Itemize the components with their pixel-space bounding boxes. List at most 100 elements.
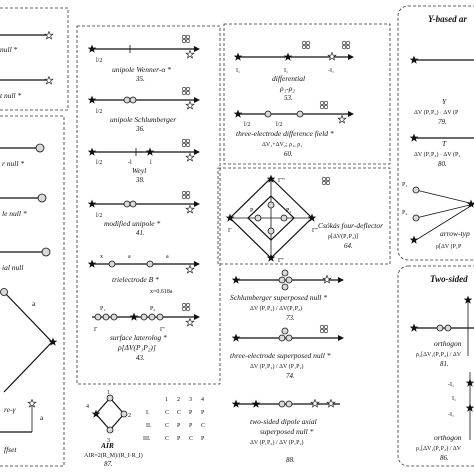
orth2-num: 86. <box>440 454 449 462</box>
panel-f-box <box>397 265 474 467</box>
air-row3-id: III. <box>143 436 151 442</box>
panel-csokas: Γ''' Γ Γ'' Γ'' P₁ P₂ Csókás four-deflect… <box>217 167 391 265</box>
air-cell: P <box>177 423 181 429</box>
air-label: AIR <box>100 441 114 450</box>
panel-c-box <box>223 23 391 165</box>
tri-tick-a1: a <box>128 254 131 260</box>
re-gamma-label: re-γ <box>4 405 16 414</box>
air-table: 1 2 3 4 I. C C P P II. C P P C III. C P … <box>143 397 205 442</box>
f-tick-1: -I₁ <box>448 382 454 388</box>
air-cell: P <box>201 410 205 416</box>
air-cell: C <box>189 436 193 442</box>
panel-e: Y-based ar Y ΔV (P₁P₂) · ΔV (P 79. T ΔV … <box>397 5 474 261</box>
orth2-formula: ρ₁[ΔV₁(P₁P₂) / ΔV <box>416 445 462 452</box>
weyl-tick-2: -l <box>128 160 132 166</box>
weyl-tick-1: l/2 <box>96 160 102 166</box>
panel-f: Two-sided orthogon ρ₁[ΔV₁(P₁P₂) / ΔV 81.… <box>397 265 474 467</box>
weyl-num: 38. <box>135 176 145 184</box>
r-null-label: r null * <box>2 159 24 168</box>
t-num: 80. <box>438 160 447 168</box>
air-node-4: 4 <box>86 404 89 410</box>
f-tick-3: -I₁ <box>448 412 454 418</box>
f-header: Two-sided <box>430 274 468 284</box>
le-null-label: le null * <box>2 209 27 218</box>
schl-label: unipole Schlumberger <box>110 115 176 124</box>
lat-tick-p1: P₁ <box>100 306 105 312</box>
wenner-num: 35. <box>135 75 145 83</box>
lat-tick-p2: P₂ <box>150 306 155 312</box>
tri-label: trielectrode B * <box>112 275 159 284</box>
t-formula: ΔV (P₁P₂) · ΔV (P₁ <box>414 151 460 158</box>
air-h1: 1 <box>165 397 168 403</box>
air-node-2: 2 <box>128 413 131 419</box>
air-h2: 2 <box>177 397 180 403</box>
panel-a: null * t null * r null * le null * ial n… <box>0 7 69 467</box>
ts-formula: ΔV (P₁P₂) / ΔV (P₁P₂) <box>250 363 304 370</box>
lat-num: 43. <box>136 354 145 362</box>
diff-tick-2: I₁ <box>284 68 288 74</box>
tri-tick-a2: a <box>166 254 169 260</box>
y-formula: ΔV (P₁P₂) · ΔV (P <box>414 109 459 116</box>
mod-tick: l/2 <box>96 213 102 219</box>
td-label: two-sided dipole axial <box>250 417 317 426</box>
orth2-label: orthogon <box>434 433 462 442</box>
ial-null-label: ial null <box>2 263 23 272</box>
orth1-label: orthogon <box>434 339 462 348</box>
t-null-label: t null * <box>0 91 22 100</box>
air-h4: 4 <box>201 397 204 403</box>
cs-num: 64. <box>344 242 353 250</box>
panel-a-bottom-box <box>0 115 65 467</box>
air-cell: P <box>189 423 193 429</box>
arr-formula: ρ[ΔV (P₁P <box>436 243 462 250</box>
t-label: T <box>442 139 447 148</box>
cs-p1: P₁ <box>250 208 255 214</box>
air-cell: P <box>201 436 205 442</box>
diff-tick-3: -I₁ <box>328 68 334 74</box>
air-h3: 3 <box>189 397 192 403</box>
ffset-label: ffset <box>4 445 17 454</box>
air-config: 1 2 3 4 AIR AIR=2(R_M)/(R_I·R_I) 87. 1 2… <box>84 390 205 468</box>
cs-node-bottom: Γ'' <box>278 258 284 264</box>
cs-node-top: Γ''' <box>278 178 285 184</box>
schl-tick: l/2 <box>96 109 102 115</box>
panel-c: I₁ I₁ -I₁ differential ρ₁-ρ₂ 53. l/2 l/2… <box>223 23 391 165</box>
cs-formula: ρ[ΔV(P₁P₂)] <box>328 233 358 240</box>
ss-num: 73. <box>286 314 295 322</box>
orth1-num: 81. <box>440 360 449 368</box>
diff-num: 53. <box>284 94 293 102</box>
air-num: 87. <box>104 460 113 468</box>
ts-label: three-electrode superposed null * <box>230 351 331 360</box>
e-header: Y-based ar <box>428 14 467 24</box>
air-cell: P <box>177 436 181 442</box>
lat-tick-g: Γ <box>94 327 98 333</box>
ss-label: Schlumberger superposed null * <box>230 293 327 302</box>
null-label: null * <box>0 45 18 54</box>
mod-label: modified unipole * <box>104 219 160 228</box>
lat-formula: ρ[ΔV(P₁P₂)] <box>117 343 156 352</box>
weyl-tick-3: l <box>150 160 152 166</box>
ss-formula: ΔV (P₁P₂) / ΔV(P₁P₂) <box>250 305 302 312</box>
air-row1-id: I. <box>146 410 150 416</box>
tdf-num: 60. <box>284 150 293 158</box>
arr-p2: P₂ <box>402 210 407 216</box>
tri-num: x=0.618a <box>150 289 173 295</box>
tdf-label: three-electrode difference field * <box>236 129 334 138</box>
air-node-3: 3 <box>107 438 110 444</box>
y-num: 79. <box>438 118 447 126</box>
panel-b-box <box>76 25 221 385</box>
td-num: 88. <box>286 456 295 464</box>
air-cell: C <box>177 410 181 416</box>
y-label: Y <box>442 97 447 106</box>
tdf-formula: ΔV₁+ΔV₂; ρ₁, ρ₁ <box>262 142 302 148</box>
panel-b: l/2 unipole Wenner-α * 35. l/2 unipole S… <box>76 25 221 385</box>
panel-csokas-box <box>217 167 391 265</box>
air-cell: C <box>165 423 169 429</box>
air-cell: C <box>201 423 205 429</box>
panel-d: Schlumberger superposed null * ΔV (P₁P₂)… <box>230 269 344 464</box>
td-label2: superposed null * <box>260 427 314 436</box>
air-row2-id: II. <box>146 423 152 429</box>
air-cell: P <box>189 410 193 416</box>
cs-p2: P₂ <box>286 208 291 214</box>
mod-num: 41. <box>136 229 145 237</box>
